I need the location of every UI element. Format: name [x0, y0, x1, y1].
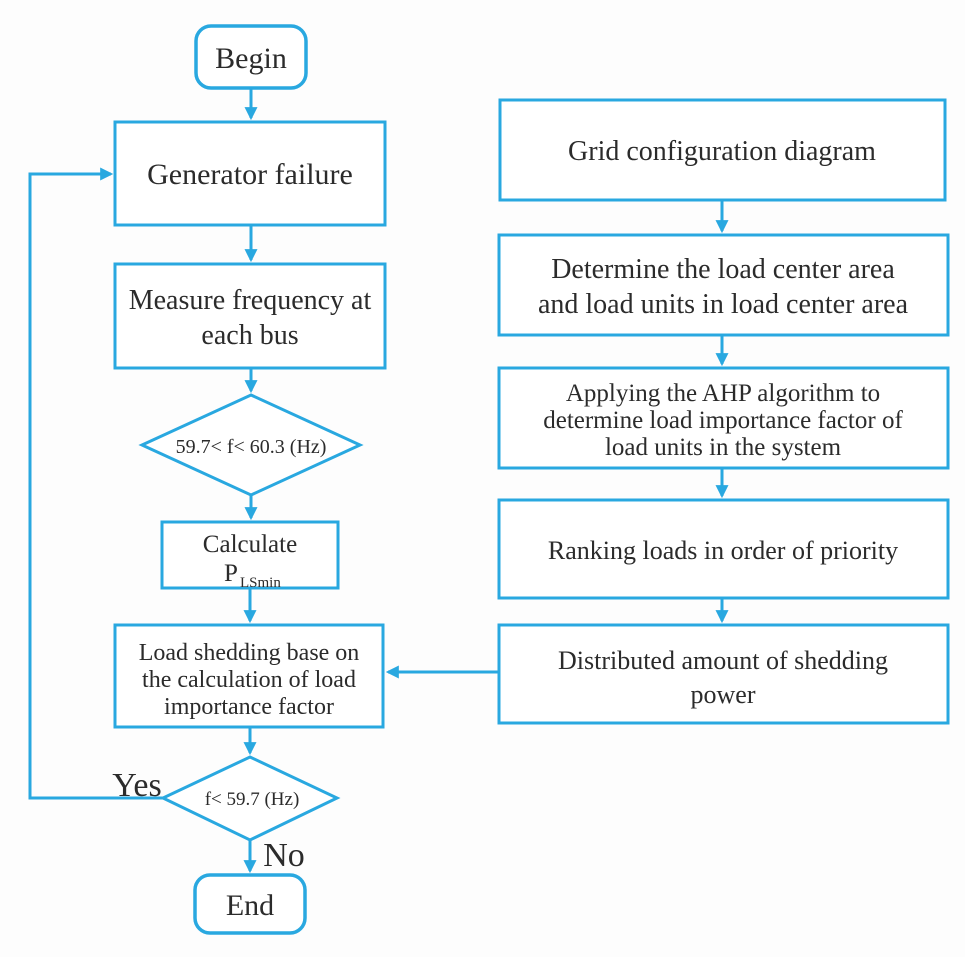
generator-failure-label: Generator failure: [147, 158, 353, 191]
ranking-loads-node: [497, 498, 950, 600]
load-shedding-node: [113, 623, 385, 729]
measure-frequency-node: [113, 262, 387, 370]
freq-low-check-label: f< 59.7 (Hz): [205, 789, 300, 810]
begin-label: Begin: [215, 42, 287, 75]
calculate-plsmin-node: [160, 520, 340, 590]
ahp-algorithm-line1: Applying the AHP algorithm to: [566, 380, 880, 407]
yes-edge-label: Yes: [112, 767, 161, 804]
ranking-loads-label: Ranking loads in order of priority: [548, 536, 898, 565]
no-edge-label: No: [263, 837, 305, 874]
distributed-amount-node: [497, 623, 950, 725]
ahp-algorithm-line3: load units in the system: [605, 434, 842, 461]
freq-range-check-label: 59.7< f< 60.3 (Hz): [176, 436, 327, 458]
distributed-amount-line1: Distributed amount of shedding: [558, 646, 888, 675]
end-label: End: [226, 889, 274, 922]
grid-config-node: [498, 98, 947, 202]
plsmin-symbol: P: [224, 560, 238, 587]
freq-range-check-diamond: [138, 393, 364, 497]
grid-config-label: Grid configuration diagram: [568, 136, 876, 167]
ahp-algorithm-line2: determine load importance factor of: [543, 407, 903, 434]
freq-low-check-diamond: [159, 755, 341, 842]
ahp-algorithm-node: [497, 366, 950, 470]
load-shedding-line3: importance factor: [164, 694, 334, 720]
measure-frequency-line1: Measure frequency at: [129, 285, 372, 316]
determine-load-center-node: [497, 233, 950, 337]
distributed-amount-line2: power: [691, 680, 756, 709]
calculate-label: Calculate: [203, 531, 297, 558]
load-shedding-line2: the calculation of load: [142, 667, 356, 693]
arrow-yes-loopback-to-generator-failure: [28, 167, 163, 800]
begin-node: [194, 24, 308, 90]
determine-load-center-line1: Determine the load center area: [551, 254, 895, 285]
plsmin-subscript: LSmin: [240, 575, 281, 591]
load-shedding-line1: Load shedding base on: [139, 640, 360, 666]
generator-failure-node: [113, 120, 387, 227]
determine-load-center-line2: and load units in load center area: [538, 289, 909, 320]
measure-frequency-line2: each bus: [201, 320, 298, 351]
end-node: [193, 873, 307, 935]
